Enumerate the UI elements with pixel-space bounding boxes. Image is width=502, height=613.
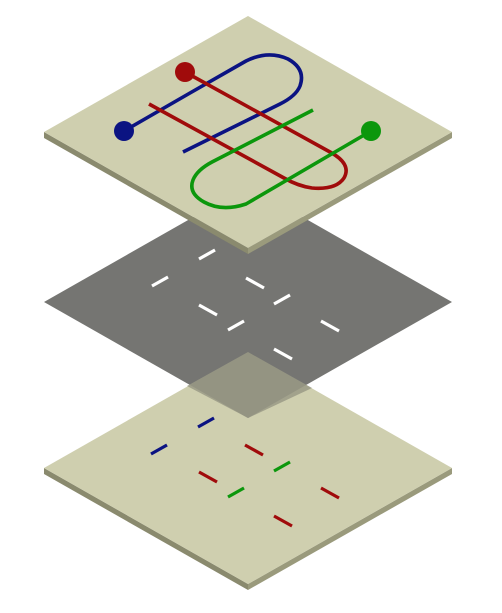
- red-channel-terminal: [175, 62, 195, 82]
- middle-slots: [151, 248, 340, 361]
- middle-slot: [227, 319, 245, 332]
- green-channel: [190, 108, 372, 210]
- blue-channel-terminal: [114, 121, 134, 141]
- top-plate: [44, 16, 452, 254]
- top-plate-left-edge: [44, 132, 248, 254]
- bottom-segment-red-4: [273, 514, 293, 528]
- bottom-plate-right-edge: [248, 468, 452, 590]
- top-plate-right-edge: [248, 132, 452, 254]
- middle-slot: [198, 248, 216, 261]
- middle-slot: [273, 293, 291, 306]
- bottom-segment-blue-1: [197, 416, 215, 429]
- middle-layer: [44, 186, 452, 418]
- bottom-segment-green-2: [227, 486, 245, 499]
- bottom-segments: [150, 416, 340, 528]
- bottom-segment-blue-2: [150, 443, 168, 456]
- top-plate-surface: [44, 16, 452, 248]
- bottom-segment-green-1: [273, 460, 291, 473]
- bottom-segment-red-3: [320, 486, 340, 500]
- middle-slot: [198, 303, 218, 317]
- middle-layer-overlap: [187, 352, 312, 418]
- middle-slot: [151, 275, 169, 288]
- red-channel: [148, 70, 348, 191]
- top-channels: [114, 53, 381, 210]
- bottom-plate-surface: [44, 352, 452, 584]
- middle-slot: [273, 347, 293, 361]
- bottom-segment-red-2: [198, 470, 218, 484]
- bottom-segment-red-1: [244, 443, 264, 457]
- middle-slot: [245, 276, 265, 290]
- middle-slot: [320, 319, 340, 333]
- middle-layer-surface: [44, 186, 452, 418]
- blue-channel: [123, 53, 304, 154]
- bottom-plate: [44, 352, 452, 590]
- green-channel-terminal: [361, 121, 381, 141]
- bottom-plate-left-edge: [44, 468, 248, 590]
